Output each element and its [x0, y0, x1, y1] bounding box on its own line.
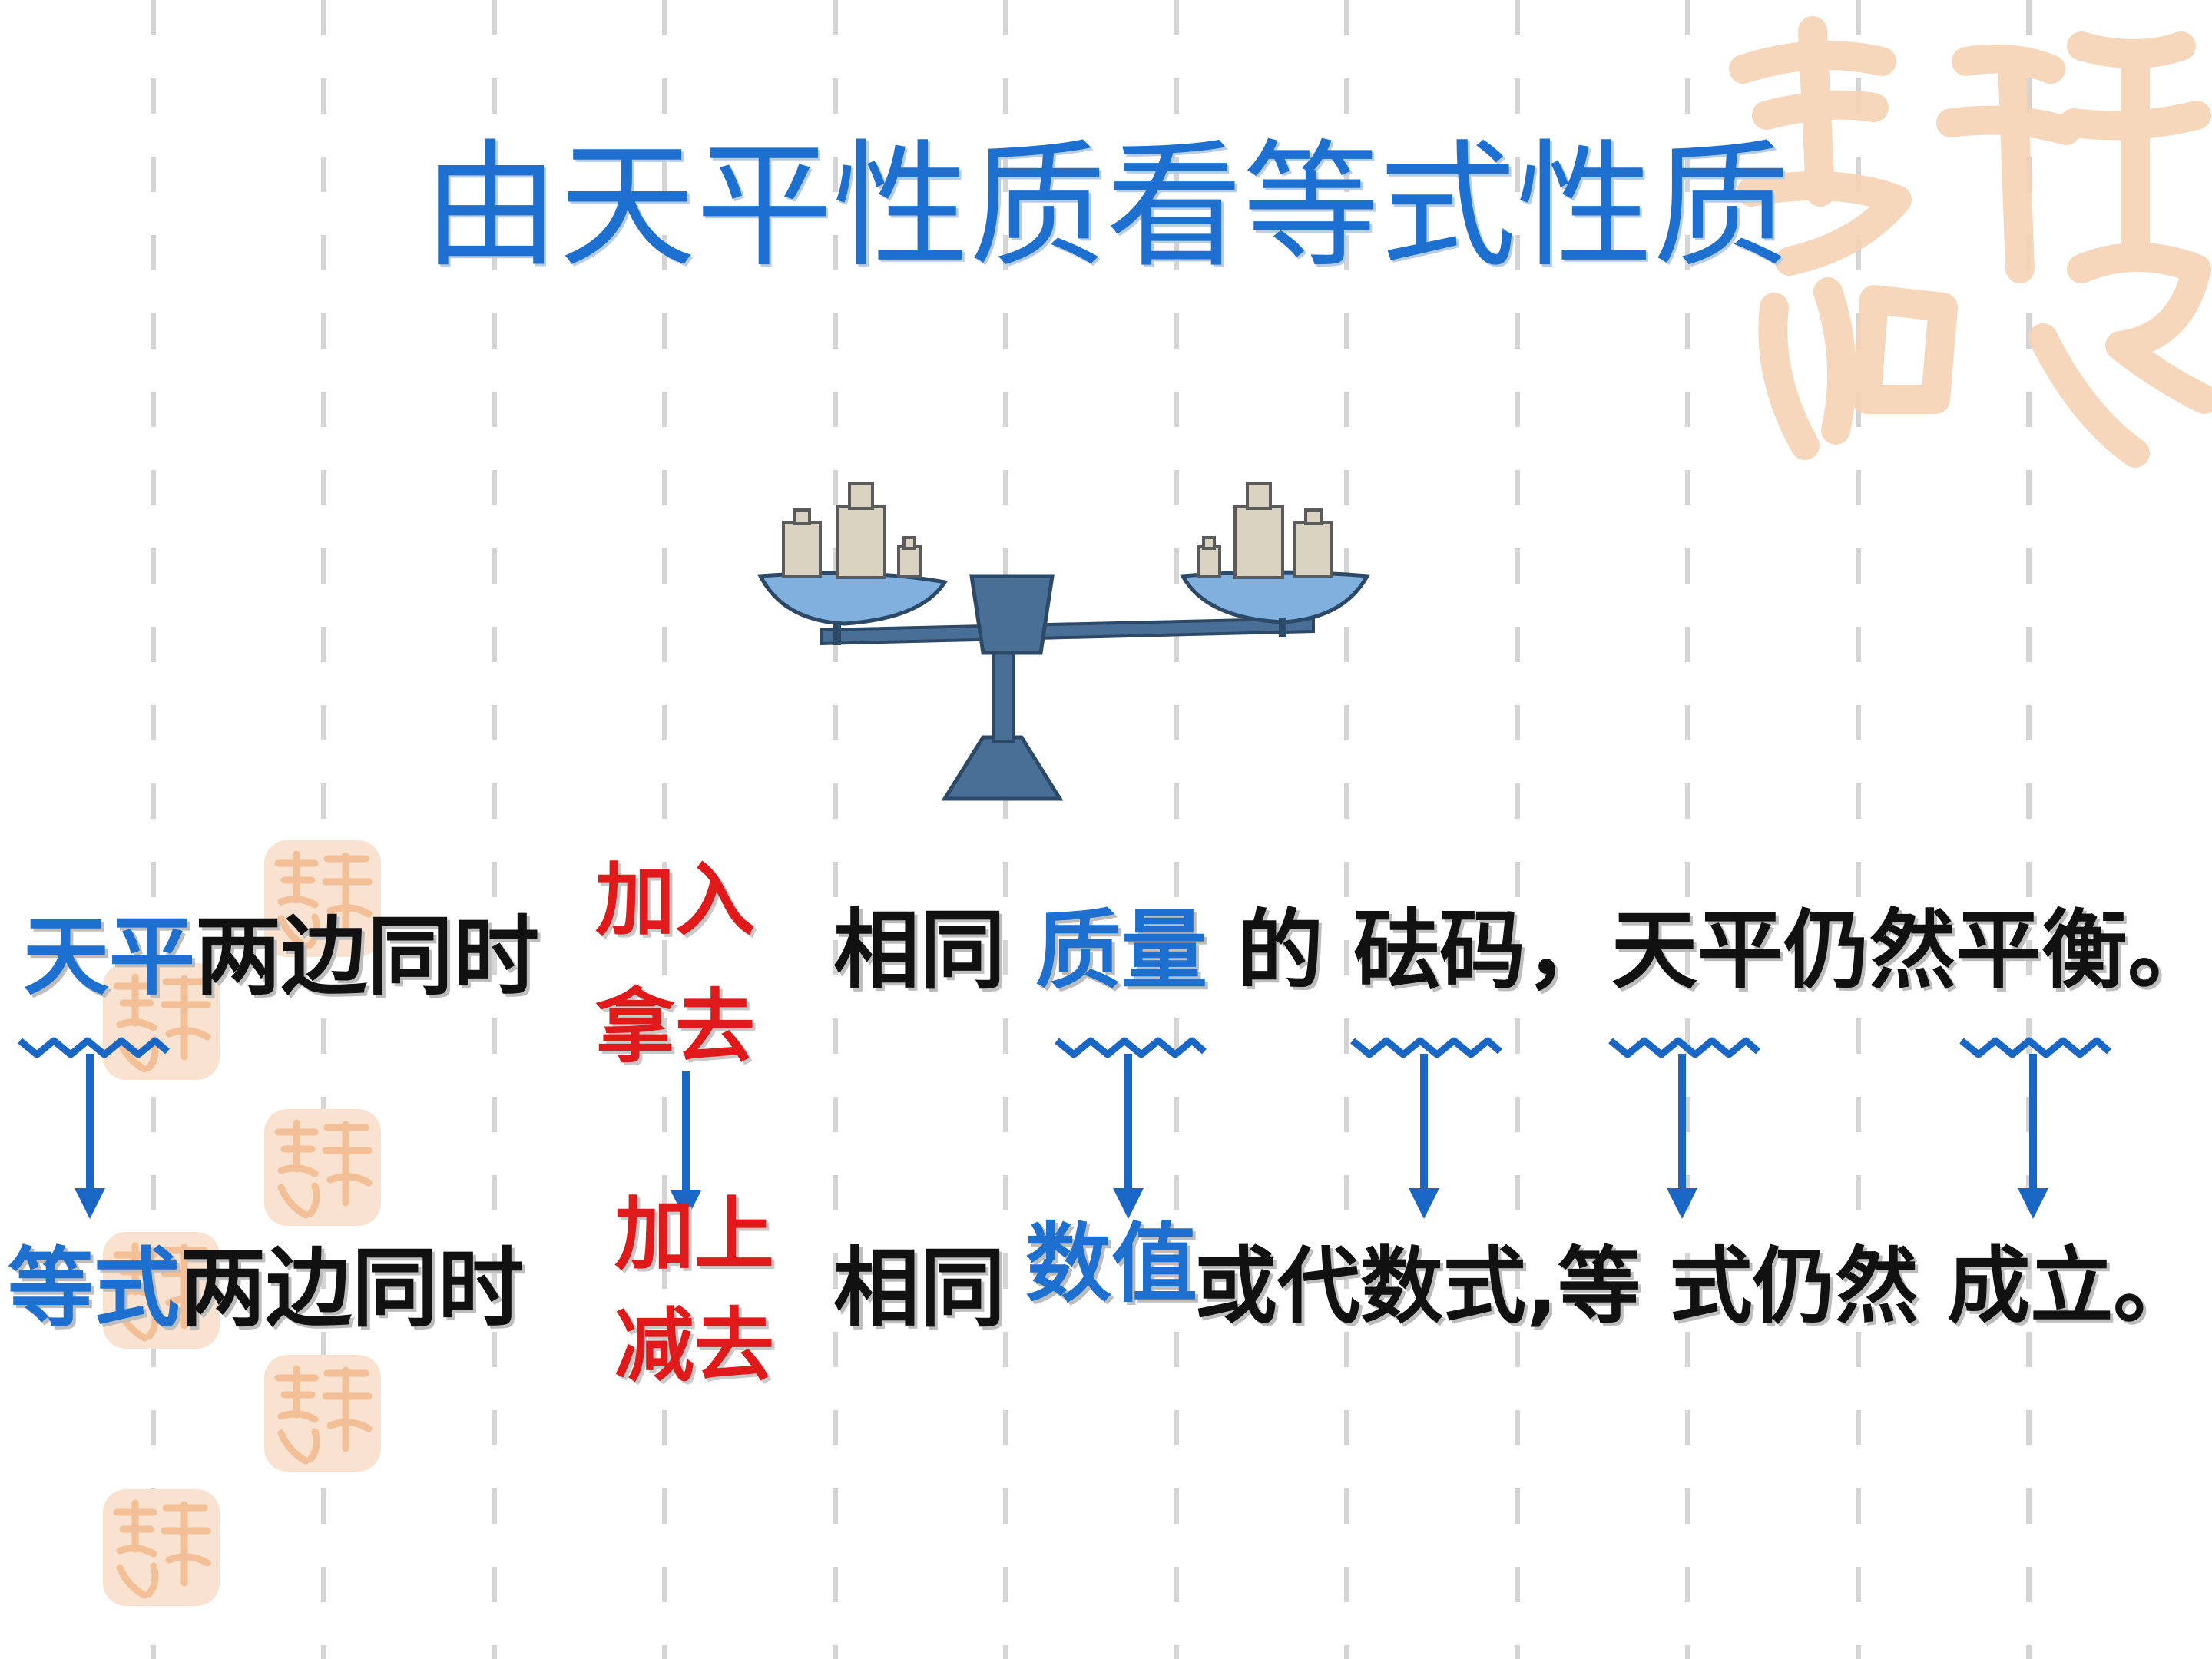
row1-subject-rest: 两边同时: [195, 907, 539, 1007]
grid-line: [321, 0, 326, 1659]
row1-subject: 天平两边同时: [23, 914, 539, 1000]
grid-line: [1515, 0, 1520, 1659]
grid-line: [1685, 0, 1690, 1659]
calligraphy-watermark-icon: [1729, 16, 2212, 468]
op-subtract: 减去: [614, 1299, 775, 1392]
row1-tail: 相同 质量 的 砝码，天平仍然平衡。: [833, 908, 2212, 994]
grid-line: [1003, 0, 1008, 1659]
wavy-underline-icon: [1959, 1037, 2111, 1058]
balance-scale-icon: [757, 482, 1371, 801]
row1-subject-highlight: 天平: [23, 907, 195, 1007]
row2-tail-highlight: 数值: [1025, 1214, 1197, 1314]
grid-line: [1344, 0, 1349, 1659]
down-arrow-icon: [2018, 1054, 2048, 1219]
grid-line: [492, 0, 497, 1659]
grid-line: [1856, 0, 1861, 1659]
seal-watermark-icon: [264, 1109, 381, 1226]
row2-subject-highlight: 等式: [8, 1239, 180, 1339]
down-arrow-icon: [1667, 1054, 1697, 1219]
wavy-underline-icon: [18, 1037, 170, 1058]
wavy-underline-icon: [1350, 1037, 1502, 1058]
grid-line: [833, 0, 838, 1659]
down-arrow-icon: [75, 1054, 105, 1219]
grid-line: [151, 0, 156, 1659]
row1-tail-part2: 的: [1237, 901, 1323, 1001]
seal-watermark-icon: [264, 840, 381, 957]
seal-watermark-icon: [264, 1355, 381, 1472]
op-remove-weights: 拿去: [595, 980, 756, 1074]
op-add-weights: 加入: [595, 853, 756, 947]
row2-tail: 或代数式,等 式仍然 成立。: [1194, 1246, 2196, 1329]
grid-line: [2026, 0, 2032, 1659]
wavy-underline-icon: [1055, 1037, 1207, 1058]
down-arrow-icon: [671, 1071, 701, 1221]
row2-tail-part2: 或代数式,: [1194, 1239, 1558, 1335]
row2-subject-rest: 两边同时: [180, 1239, 524, 1339]
seal-watermark-icon: [103, 1489, 220, 1606]
page-title: 由天平性质看等式性质: [422, 127, 1790, 286]
down-arrow-icon: [1409, 1054, 1439, 1219]
seal-watermark-icon: [103, 1232, 220, 1349]
grid-line: [1174, 0, 1179, 1659]
wavy-underline-icon: [1608, 1037, 1760, 1058]
row1-tail-highlight: 质量: [1035, 901, 1207, 1001]
row1-tail-part3: 砝码，天平仍然平衡。: [1353, 901, 2212, 1001]
grid-line: [662, 0, 667, 1659]
row2-subject: 等式两边同时: [8, 1246, 524, 1332]
op-add: 加上: [614, 1187, 775, 1281]
row1-tail-part1: 相同: [833, 901, 1005, 1001]
row2-tail-part3: 等 式仍然 成立。: [1558, 1239, 2197, 1335]
row2-tail-part1: 相同: [833, 1239, 1005, 1339]
down-arrow-icon: [1113, 1054, 1144, 1219]
